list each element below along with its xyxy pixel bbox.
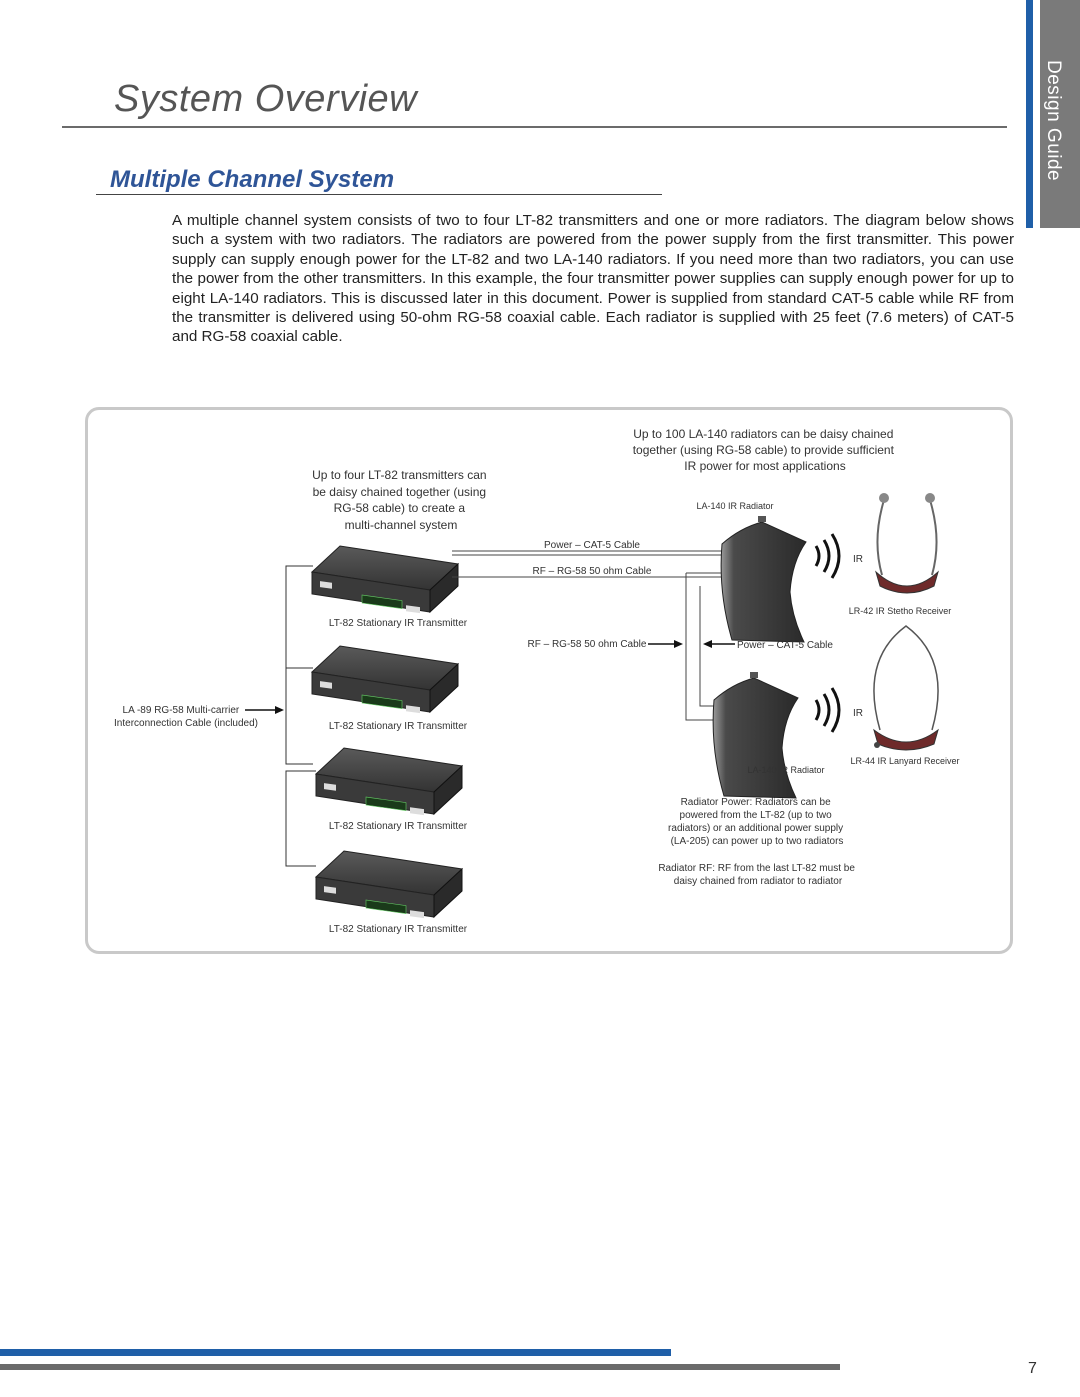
stetho-receiver: [875, 493, 939, 594]
rf-daisy-line-b: [685, 573, 722, 721]
radiator-power-line: Radiator Power: Radiators can be: [681, 797, 832, 808]
title-rule: [62, 126, 1007, 128]
radiator-label-2: LA-140 IR Radiator: [747, 765, 824, 775]
radiator-note-line: IR power for most applications: [684, 459, 845, 473]
system-diagram: Up to four LT-82 transmitters can be dai…: [114, 427, 960, 935]
ir-label-1: IR: [853, 554, 863, 565]
interconnect-line: LA -89 RG-58 Multi-carrier: [123, 705, 240, 716]
radiator-label-1: LA-140 IR Radiator: [696, 501, 773, 511]
diagram-frame: [85, 407, 1013, 954]
ir-waves-2: [814, 686, 841, 734]
radiator-power-line: radiators) or an additional power supply: [668, 823, 843, 834]
transmitter-note: Up to four LT-82 transmitters can be dai…: [312, 468, 490, 532]
ir-label-2: IR: [853, 708, 863, 719]
transmitter-note-line: be daisy chained together (using: [313, 485, 486, 499]
page-number: 7: [1028, 1360, 1037, 1377]
side-tab-text: Design Guide: [1042, 60, 1078, 220]
transmitter-note-line: RG-58 cable) to create a: [334, 501, 466, 515]
transmitter-note-line: multi-channel system: [345, 518, 458, 532]
transmitter-label-2: LT-82 Stationary IR Transmitter: [329, 721, 468, 732]
ir-waves-1: [814, 532, 841, 580]
side-tab-accent: [1026, 0, 1033, 228]
radiator-2: [712, 671, 799, 799]
rf-arrowhead: [674, 640, 683, 648]
side-tab-label: Design Guide: [1043, 60, 1064, 182]
section-rule: [96, 194, 662, 195]
interconnect-line: Interconnection Cable (included): [114, 718, 258, 729]
transmitter-4: [315, 850, 463, 919]
side-tab: [1040, 0, 1080, 228]
footer-blue-bar: [0, 1349, 671, 1356]
transmitter-1: [311, 545, 459, 614]
transmitter-2: [311, 645, 459, 714]
stetho-receiver-label: LR-42 IR Stetho Receiver: [849, 606, 952, 616]
radiator-rf-line: daisy chained from radiator to radiator: [674, 876, 843, 887]
transmitter-label-4: LT-82 Stationary IR Transmitter: [329, 924, 468, 935]
rf-cable-label-1: RF – RG-58 50 ohm Cable: [533, 566, 652, 577]
lanyard-receiver: [873, 625, 939, 751]
section-title: Multiple Channel System: [110, 166, 395, 193]
transmitter-note-line: Up to four LT-82 transmitters can: [312, 468, 487, 482]
radiator-power-line: powered from the LT-82 (up to two: [680, 810, 833, 821]
section-body: A multiple channel system consists of tw…: [172, 212, 1014, 346]
radiator-1: [720, 515, 807, 643]
radiator-rf-note: Radiator RF: RF from the last LT-82 must…: [658, 863, 857, 887]
radiator-note-line: Up to 100 LA-140 radiators can be daisy …: [633, 427, 893, 441]
footer-gray-bar: [0, 1364, 840, 1370]
transmitter-label-3: LT-82 Stationary IR Transmitter: [329, 821, 468, 832]
power-arrowhead: [703, 640, 712, 648]
lanyard-receiver-label: LR-44 IR Lanyard Receiver: [850, 756, 959, 766]
chain-line-upper: [285, 565, 313, 765]
power-cable-label-2: Power – CAT-5 Cable: [737, 640, 833, 651]
rf-cable-label-2: RF – RG-58 50 ohm Cable: [528, 639, 647, 650]
interconnect-label: LA -89 RG-58 Multi-carrier Interconnecti…: [114, 705, 258, 729]
radiator-power-note: Radiator Power: Radiators can be powered…: [668, 797, 846, 847]
radiator-power-line: (LA-205) can power up to two radiators: [671, 836, 844, 847]
radiator-rf-line: Radiator RF: RF from the last LT-82 must…: [658, 863, 855, 874]
transmitter-3: [315, 747, 463, 816]
interconnect-arrowhead: [275, 706, 284, 714]
page-title: System Overview: [114, 78, 418, 120]
radiator-note: Up to 100 LA-140 radiators can be daisy …: [633, 427, 898, 473]
radiator-note-line: together (using RG-58 cable) to provide …: [633, 443, 895, 457]
transmitter-label-1: LT-82 Stationary IR Transmitter: [329, 618, 468, 629]
power-cable-label-1: Power – CAT-5 Cable: [544, 540, 640, 551]
chain-line-lower: [285, 770, 316, 867]
